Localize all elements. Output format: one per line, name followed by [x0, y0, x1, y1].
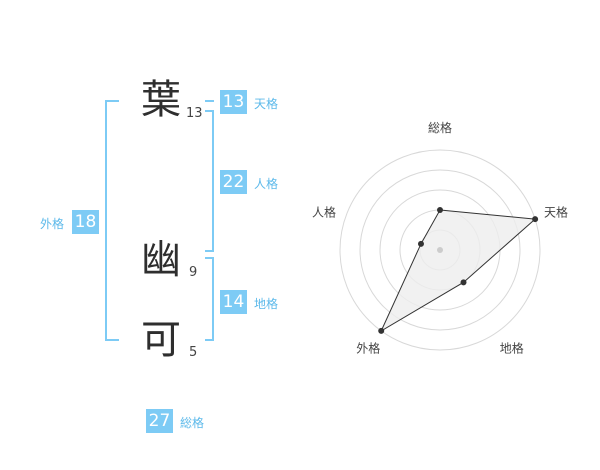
chikaku-bracket	[205, 257, 214, 341]
radar-point-0	[437, 207, 443, 213]
jinkaku-bracket	[205, 110, 214, 252]
jinkaku-value: 22	[220, 170, 247, 194]
radar-point-3	[378, 327, 385, 334]
gaikaku-value: 18	[72, 210, 99, 234]
radar-center	[437, 247, 443, 253]
soukaku-label: 総格	[180, 416, 205, 430]
soukaku-value: 27	[146, 409, 173, 433]
gaikaku-bracket	[105, 100, 119, 341]
chikaku-value: 14	[220, 290, 247, 314]
radar-axis-label-4: 人格	[312, 204, 336, 219]
name-char-3: 可	[141, 317, 181, 363]
gaikaku-label: 外格	[40, 217, 65, 231]
radar-polygon	[380, 209, 537, 333]
radar-ring	[339, 149, 541, 351]
radar-axis-label-0: 総格	[428, 120, 452, 135]
radar-point-2	[460, 279, 467, 286]
stroke-count-1: 13	[186, 106, 203, 121]
radar-point-1	[532, 216, 539, 223]
radar-axis-label-1: 天格	[544, 204, 568, 219]
stroke-count-2: 9	[189, 265, 198, 280]
tenkaku-label: 天格	[254, 97, 279, 111]
radar-axis-label-2: 地格	[500, 341, 524, 356]
name-char-1: 葉	[141, 77, 181, 123]
name-char-2: 幽	[141, 237, 181, 283]
radar-ring	[359, 169, 521, 331]
jinkaku-label: 人格	[254, 177, 279, 191]
tenkaku-bracket	[205, 100, 214, 102]
chikaku-label: 地格	[254, 297, 279, 311]
stroke-count-3: 5	[189, 345, 198, 360]
radar-axis-label-3: 外格	[356, 341, 380, 356]
radar-point-4	[417, 240, 424, 247]
tenkaku-value: 13	[220, 90, 247, 114]
